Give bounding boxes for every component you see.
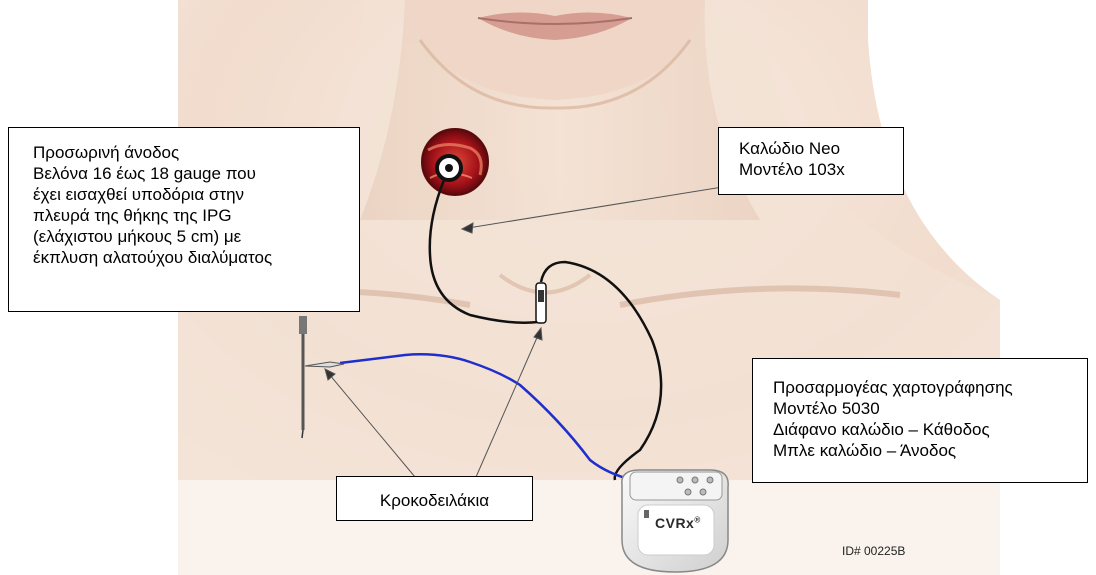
- callout-line: (ελάχιστου μήκους 5 cm) με: [33, 226, 359, 247]
- callout-line: Προσωρινή άνοδος: [33, 142, 359, 163]
- callout-alligator-clips: Κροκοδειλάκια: [336, 476, 533, 521]
- lead-connector: [536, 283, 546, 323]
- callout-lead: Καλώδιο Neo Μοντέλο 103x: [718, 127, 904, 195]
- callout-line: Διάφανο καλώδιο – Κάθοδος: [773, 419, 1087, 440]
- callout-line: Μοντέλο 103x: [739, 159, 903, 180]
- callout-line: Μπλε καλώδιο – Άνοδος: [773, 440, 1087, 461]
- callout-line: έχει εισαχθεί υποδόρια στην: [33, 184, 359, 205]
- callout-line: Βελόνα 16 έως 18 gauge που: [33, 163, 359, 184]
- callout-line: Προσαρμογέας χαρτογράφησης: [773, 377, 1087, 398]
- cvrx-logo: CVRx®: [655, 515, 701, 531]
- figure-id: ID# 00225B: [842, 544, 905, 558]
- carotid-artery-view: [422, 129, 488, 195]
- callout-label: Κροκοδειλάκια: [380, 490, 489, 511]
- callout-line: έκπλυση αλατούχου διαλύματος: [33, 247, 359, 268]
- callout-temporary-anode: Προσωρινή άνοδος Βελόνα 16 έως 18 gauge …: [8, 127, 360, 312]
- callout-line: πλευρά της θήκης της IPG: [33, 205, 359, 226]
- callout-line: Καλώδιο Neo: [739, 138, 903, 159]
- callout-mapping-adapter: Προσαρμογέας χαρτογράφησης Μοντέλο 5030 …: [752, 358, 1088, 483]
- callout-line: Μοντέλο 5030: [773, 398, 1087, 419]
